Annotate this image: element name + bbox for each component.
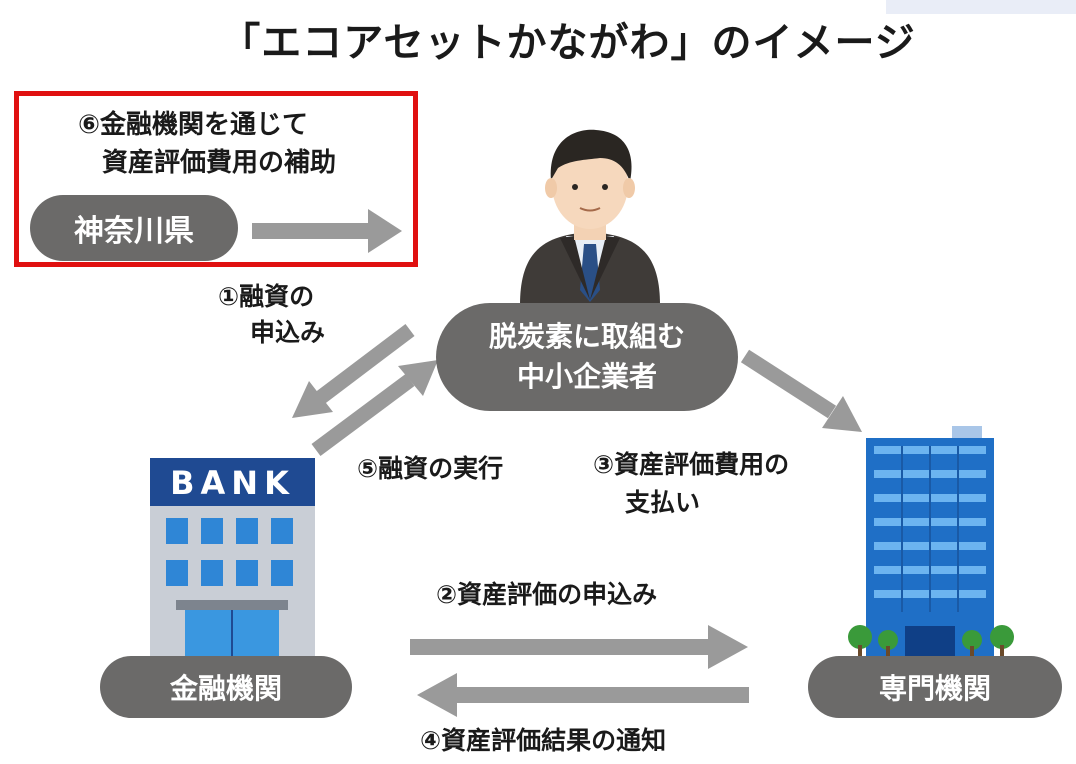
step5-label: ⑤融資の実行 <box>357 454 504 483</box>
corner-shade <box>886 0 1076 14</box>
step1-label-line1: ①融資の <box>218 282 315 311</box>
expert-node: 専門機関 <box>808 656 1062 718</box>
bank-node-label: 金融機関 <box>169 672 282 705</box>
step3-label-line1: ③資産評価費用の <box>593 450 790 479</box>
arrow-loan-execution <box>311 360 438 457</box>
kanagawa-node-label: 神奈川県 <box>74 214 194 249</box>
bank-sign: BANK <box>170 464 295 502</box>
kanagawa-node: 神奈川県 <box>30 195 238 261</box>
bank-building-illustration <box>150 458 315 660</box>
office-tower-illustration <box>848 426 1014 658</box>
arrow-loan-application <box>292 324 415 418</box>
bank-node: 金融機関 <box>100 656 352 718</box>
sme-node-line2: 中小企業者 <box>516 360 657 393</box>
arrow-assessment-application <box>410 625 748 669</box>
businessman-illustration <box>520 129 660 305</box>
step3-label-line2: 支払い <box>625 488 701 517</box>
page-title: 「エコアセットかながわ」のイメージ <box>220 20 916 66</box>
step6-label-line2: 資産評価費用の補助 <box>102 148 337 178</box>
step1-label-line2: 申込み <box>250 318 326 347</box>
arrow-kanagawa-subsidy <box>252 209 402 253</box>
arrow-assessment-result <box>417 673 749 717</box>
expert-node-label: 専門機関 <box>878 672 991 705</box>
step4-label: ④資産評価結果の通知 <box>420 726 667 755</box>
sme-node: 脱炭素に取組む 中小企業者 <box>436 303 738 411</box>
step6-label-line1: ⑥金融機関を通じて <box>78 110 309 140</box>
sme-node-line1: 脱炭素に取組む <box>488 320 685 353</box>
step2-label: ②資産評価の申込み <box>436 580 658 609</box>
subsidy-highlight-box <box>14 91 418 267</box>
arrow-fee-payment <box>740 349 862 432</box>
